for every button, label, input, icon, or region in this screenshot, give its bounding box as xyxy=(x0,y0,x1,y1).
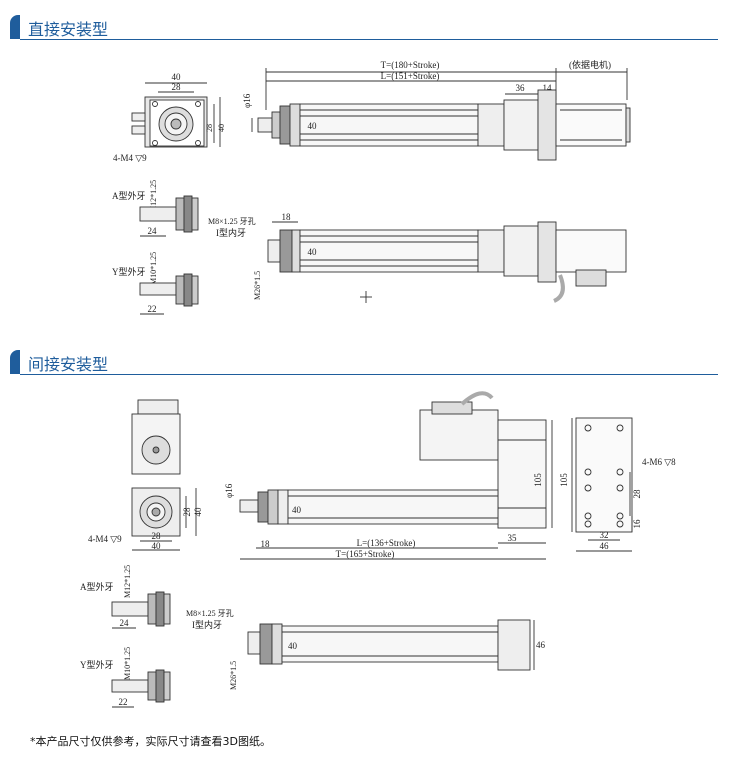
total-length: T=(165+Stroke) xyxy=(336,549,395,559)
rod-diameter: φ16 xyxy=(224,483,234,498)
i-thread-length: 18 xyxy=(282,212,292,222)
plate-h105: 105 xyxy=(559,473,569,487)
a-thread-part xyxy=(111,591,171,627)
indirect-mount-drawing: 28 40 28 40 4-M4 ▽9 φ16 40 18 L=(136+Str… xyxy=(80,391,676,708)
i-body-height: 40 xyxy=(288,641,298,651)
crosshair-icon xyxy=(360,291,372,303)
indirect-motor-front-view xyxy=(131,399,181,537)
plate-28: 28 xyxy=(632,489,642,499)
section-divider xyxy=(20,374,718,375)
plate-16: 16 xyxy=(632,519,642,529)
a-thread-length: 24 xyxy=(120,618,130,628)
plate-holes: 4-M6 ▽8 xyxy=(642,457,676,467)
mount-plate-view xyxy=(575,417,633,533)
section-header-direct: 直接安装型 xyxy=(10,12,718,40)
front-w28: 28 xyxy=(152,531,162,541)
footnote: *本产品尺寸仅供参考，实际尺寸请查看3D图纸。 xyxy=(30,735,271,748)
front-h40: 40 xyxy=(193,507,203,517)
i-hole-spec: M8×1.25 牙孔 xyxy=(208,217,256,226)
direct-i-side-view xyxy=(267,221,627,303)
indirect-i-side-view xyxy=(247,619,531,671)
y-thread-spec: M10*1.25 xyxy=(149,252,158,285)
body-length: L=(136+Stroke) xyxy=(357,538,416,548)
dim-total-length: T=(180+Stroke) xyxy=(381,60,440,70)
dim-body-length: L=(151+Stroke) xyxy=(381,71,440,81)
dim-14: 14 xyxy=(543,83,553,93)
y-thread-part xyxy=(139,273,199,307)
dim-body-height: 40 xyxy=(308,121,318,131)
h105: 105 xyxy=(533,473,543,487)
direct-front-view xyxy=(131,82,221,148)
plate-46: 46 xyxy=(600,541,610,551)
body-height: 40 xyxy=(292,505,302,515)
dim-front-h28: 28 xyxy=(205,124,214,132)
plate-32: 32 xyxy=(600,530,609,540)
section-marker xyxy=(10,350,20,374)
y-thread-length: 22 xyxy=(119,697,128,707)
i-trunnion-spec: M26*1.5 xyxy=(229,661,238,690)
i-hole-spec: M8×1.25 牙孔 xyxy=(186,609,234,618)
y-thread-spec: M10*1.25 xyxy=(123,647,132,680)
i-thread-label: I型内牙 xyxy=(216,227,246,238)
mount-holes: 4-M4 ▽9 xyxy=(88,534,122,544)
section-header-indirect: 间接安装型 xyxy=(10,347,718,375)
section-title: 间接安装型 xyxy=(28,355,109,374)
dim-front-inner: 28 xyxy=(172,82,182,92)
a-thread-length: 24 xyxy=(148,226,158,236)
y-thread-part xyxy=(111,669,171,703)
section-title: 直接安装型 xyxy=(28,20,109,39)
direct-mount-drawing: 40 28 28 40 4-M4 ▽9 T=(180+Stroke) L=(15… xyxy=(112,59,631,315)
a-thread-label: A型外牙 xyxy=(80,581,114,592)
dim-front-width: 40 xyxy=(172,72,182,82)
dim-35: 35 xyxy=(508,533,518,543)
i-trunnion-spec: M26*1.5 xyxy=(253,271,262,300)
dim-rod-diameter: φ16 xyxy=(242,93,252,108)
dim-36: 36 xyxy=(516,83,526,93)
direct-side-view xyxy=(257,89,631,161)
motor-note: (依据电机) xyxy=(569,59,611,70)
a-thread-part xyxy=(139,195,199,233)
dim-18: 18 xyxy=(261,539,271,549)
y-thread-label: Y型外牙 xyxy=(112,266,146,277)
dim-front-h40: 40 xyxy=(217,124,226,132)
section-divider xyxy=(20,39,718,40)
front-w40: 40 xyxy=(152,541,162,551)
indirect-side-view xyxy=(239,391,547,529)
dim-mount-holes: 4-M4 ▽9 xyxy=(113,153,147,163)
y-thread-label: Y型外牙 xyxy=(80,659,114,670)
i-body-height: 40 xyxy=(308,247,318,257)
section-marker xyxy=(10,15,20,39)
a-thread-spec: M12*1.25 xyxy=(123,565,132,598)
i-thread-label: I型内牙 xyxy=(192,619,222,630)
a-thread-label: A型外牙 xyxy=(112,190,146,201)
front-h28: 28 xyxy=(182,507,192,517)
y-thread-length: 22 xyxy=(148,304,157,314)
a-thread-spec: M12*1.25 xyxy=(149,180,158,213)
i-h46: 46 xyxy=(536,640,546,650)
